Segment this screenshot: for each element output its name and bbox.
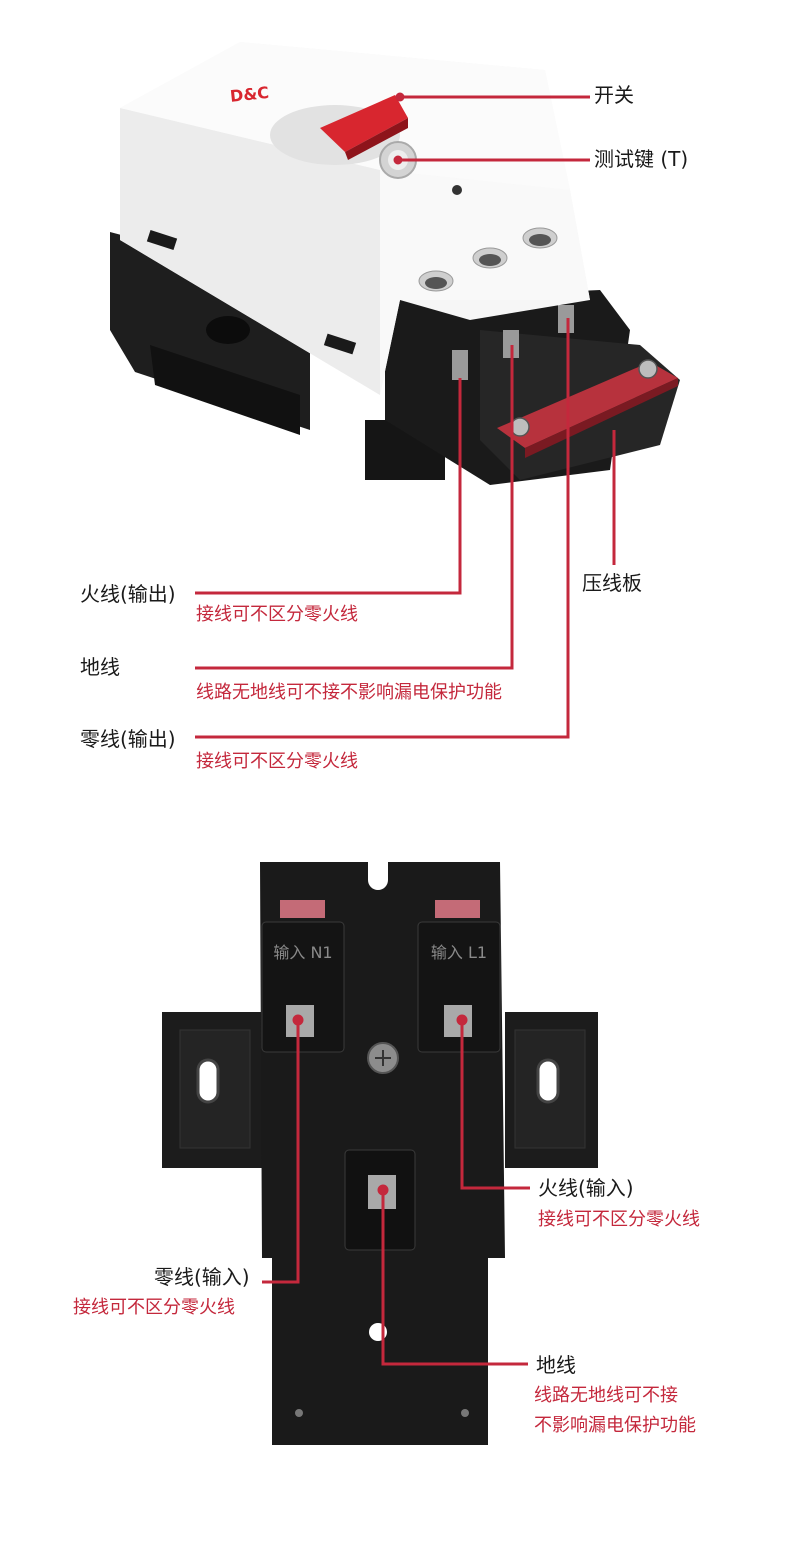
label-earth-bottom: 地线 — [536, 1353, 576, 1377]
terminal-n1-mark: 输入 N1 — [273, 943, 332, 962]
note-live-out: 接线可不区分零火线 — [196, 604, 358, 625]
terminal-l1 — [417, 921, 501, 1053]
red-switch — [320, 95, 408, 152]
label-live-in: 火线(输入) — [538, 1176, 634, 1200]
note-neutral-out: 接线可不区分零火线 — [196, 751, 358, 772]
plate-screw-left — [510, 417, 530, 437]
leader-neutral-out — [195, 318, 570, 739]
terminal-screw-3 — [558, 305, 574, 333]
clamp-plate — [497, 362, 678, 448]
label-test-key: 测试键 (T) — [594, 147, 689, 171]
label-clamp-plate: 压线板 — [582, 571, 642, 595]
label-live-out: 火线(输出) — [80, 582, 176, 606]
indicator-light — [452, 185, 462, 195]
leader-earth-bottom — [381, 1190, 528, 1366]
note-live-in: 接线可不区分零火线 — [538, 1209, 700, 1230]
note-earth-top: 线路无地线可不接不影响漏电保护功能 — [196, 682, 502, 703]
leader-live-in — [460, 1020, 530, 1190]
label-earth-top: 地线 — [80, 655, 120, 679]
label-neutral-out: 零线(输出) — [80, 727, 176, 751]
brand-logo: D&C — [229, 83, 270, 106]
label-switch: 开关 — [594, 83, 634, 107]
top-device: D&C — [110, 42, 680, 485]
label-neutral-in: 零线(输入) — [154, 1265, 250, 1289]
mount-slot-left — [196, 1058, 220, 1104]
bottom-device: 输入 N1 输入 L1 — [162, 862, 598, 1445]
plate-screw-right — [638, 359, 658, 379]
top-leader-lines — [195, 92, 616, 739]
leader-live-out — [195, 378, 462, 595]
terminal-l1-mark: 输入 L1 — [431, 943, 487, 962]
mounting-hole — [206, 316, 250, 344]
note-neutral-in: 接线可不区分零火线 — [73, 1297, 235, 1318]
leader-earth-top — [195, 345, 514, 670]
terminal-screw-2 — [503, 330, 519, 358]
note-earth-bottom-1: 线路无地线可不接 — [534, 1385, 678, 1406]
mount-slot-right — [536, 1058, 560, 1104]
bottom-leader-lines — [262, 1014, 530, 1366]
terminal-n1 — [261, 921, 345, 1053]
note-earth-bottom-2: 不影响漏电保护功能 — [534, 1415, 696, 1436]
terminal-screw-1 — [452, 350, 468, 380]
leader-neutral-in — [262, 1020, 300, 1284]
